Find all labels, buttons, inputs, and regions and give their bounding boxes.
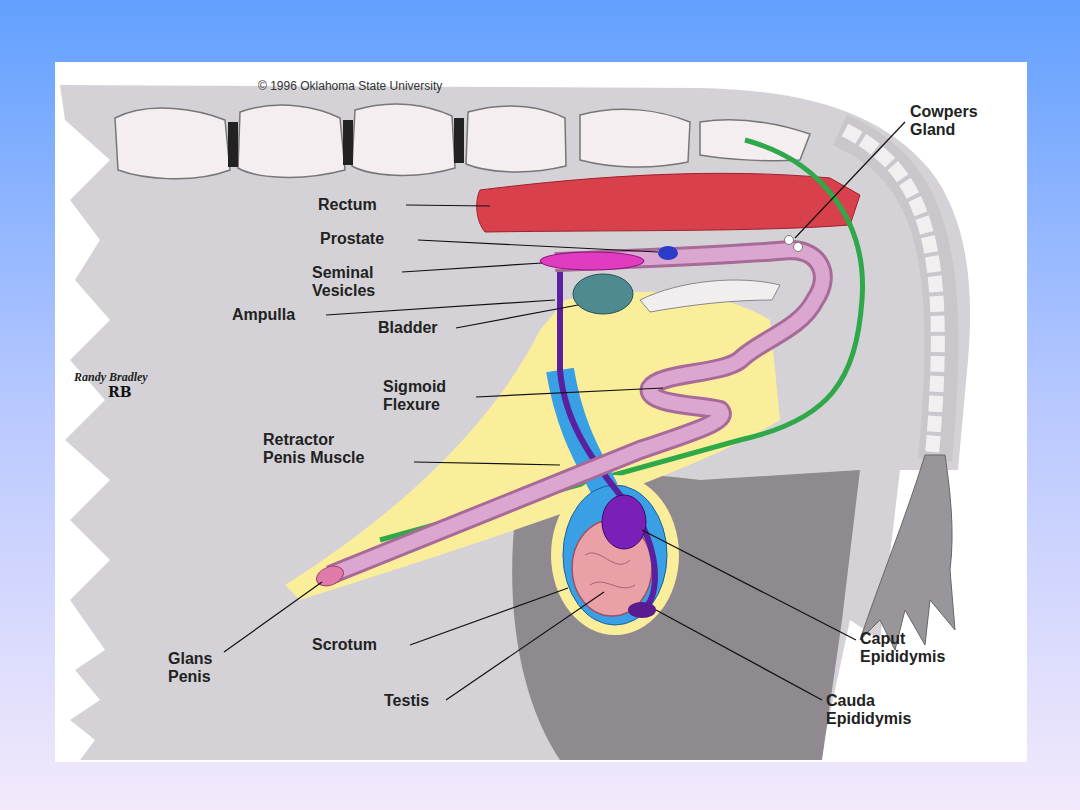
part-label: Cowpers Gland — [910, 103, 990, 139]
part-label: Seminal Vesicles — [312, 264, 394, 300]
part-label: Rectum — [318, 196, 377, 214]
artist-monogram: RB — [108, 383, 131, 401]
part-label: Ampulla — [232, 306, 295, 324]
part-label: Glans Penis — [168, 650, 228, 686]
part-label: Testis — [384, 692, 429, 710]
part-label: Caput Epididymis — [860, 630, 982, 666]
part-label: Scrotum — [312, 636, 377, 654]
part-label: Prostate — [320, 230, 384, 248]
part-label: Bladder — [378, 319, 438, 337]
copyright-note: © 1996 Oklahoma State University — [258, 77, 442, 95]
artist-signature: Randy Bradley — [74, 368, 148, 386]
part-label: Cauda Epididymis — [826, 692, 948, 728]
part-label: Retractor Penis Muscle — [263, 431, 377, 467]
part-label: Sigmoid Flexure — [383, 378, 465, 414]
